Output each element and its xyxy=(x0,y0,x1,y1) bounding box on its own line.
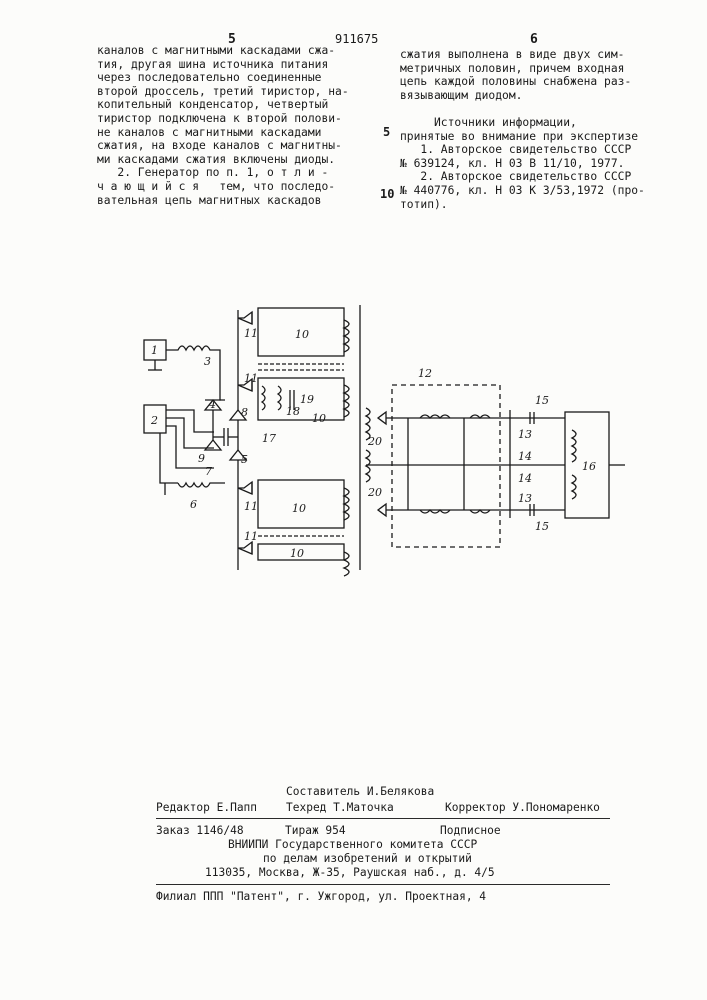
label-14-a: 14 xyxy=(518,450,532,463)
label-13-a: 13 xyxy=(518,428,532,441)
label-4: 4 xyxy=(208,398,216,411)
label-10-d: 10 xyxy=(290,547,304,560)
label-12: 12 xyxy=(418,367,432,380)
order: Заказ 1146/48 xyxy=(156,824,244,837)
line-marker-10: 10 xyxy=(380,187,394,201)
right-column-line: 2. Авторское свидетельство СССР xyxy=(400,170,645,184)
left-column-line: тия, другая шина источника питания xyxy=(97,58,349,72)
label-11-c: 11 xyxy=(244,500,258,513)
corrector: Корректор У.Пономаренко xyxy=(445,801,600,814)
right-column-line: Источники информации, xyxy=(400,116,645,130)
label-1: 1 xyxy=(151,344,158,357)
left-column-line: 2. Генератор по п. 1, о т л и - xyxy=(97,166,349,180)
label-15-b: 15 xyxy=(535,520,549,533)
label-7: 7 xyxy=(205,465,212,478)
label-19: 19 xyxy=(300,393,314,406)
label-11-a: 11 xyxy=(244,327,258,340)
label-17: 17 xyxy=(262,432,276,445)
left-column-line: каналов с магнитными каскадами сжа- xyxy=(97,44,349,58)
left-column-line: не каналов с магнитными каскадами xyxy=(97,126,349,140)
left-column-line: сжатия, на входе каналов с магнитны- xyxy=(97,139,349,153)
footer-rule-top xyxy=(156,818,610,819)
right-column-line xyxy=(400,102,645,116)
label-16: 16 xyxy=(582,460,596,473)
label-14-b: 14 xyxy=(518,472,532,485)
left-column-line: вательная цепь магнитных каскадов xyxy=(97,194,349,208)
right-column-line: цепь каждой половины снабжена раз- xyxy=(400,75,645,89)
choke-6 xyxy=(178,483,225,487)
branch: Филиал ППП "Патент", г. Ужгород, ул. Про… xyxy=(156,890,486,903)
left-column-line: через последовательно соединенные xyxy=(97,71,349,85)
label-6: 6 xyxy=(190,498,197,511)
label-18: 18 xyxy=(286,405,300,418)
left-column-line: ми каскадами сжатия включены диоды. xyxy=(97,153,349,167)
choke-3 xyxy=(166,346,225,400)
right-column-line: принятые во внимание при экспертизе xyxy=(400,130,645,144)
compiler: Составитель И.Белякова xyxy=(286,785,434,798)
right-column-line: сжатия выполнена в виде двух сим- xyxy=(400,48,645,62)
label-20-a: 20 xyxy=(367,435,382,448)
left-text-column: каналов с магнитными каскадами сжа-тия, … xyxy=(97,44,349,207)
label-9: 9 xyxy=(198,452,205,465)
right-column-line: 1. Авторское свидетельство СССР xyxy=(400,143,645,157)
coil-a xyxy=(344,320,349,352)
circuit-diagram: 1 3 2 6 4 9 7 8 5 17 11 10 11 19 18 10 1… xyxy=(0,290,707,590)
subscription: Подписное xyxy=(440,824,501,837)
right-column-line: тотип). xyxy=(400,198,645,212)
right-column-line: метричных половин, причем входная xyxy=(400,62,645,76)
line-marker-5: 5 xyxy=(383,125,390,139)
left-column-line: ч а ю щ и й с я тем, что последо- xyxy=(97,180,349,194)
circulation: Тираж 954 xyxy=(285,824,346,837)
org-line-2: по делам изобретений и открытий xyxy=(263,852,472,865)
label-8: 8 xyxy=(241,406,248,419)
editor: Редактор Е.Папп xyxy=(156,801,257,814)
label-11-b: 11 xyxy=(244,372,258,385)
techred: Техред Т.Маточка xyxy=(286,801,394,814)
right-column-line: № 639124, кл. Н 03 В 11/10, 1977. xyxy=(400,157,645,171)
label-10-b: 10 xyxy=(312,412,326,425)
left-column-line: второй дроссель, третий тиристор, на- xyxy=(97,85,349,99)
label-10-a: 10 xyxy=(295,328,309,341)
right-column-line: вязывающим диодом. xyxy=(400,89,645,103)
address: 113035, Москва, Ж-35, Раушская наб., д. … xyxy=(205,866,495,879)
right-text-column: сжатия выполнена в виде двух сим-метричн… xyxy=(400,48,645,211)
label-5: 5 xyxy=(241,453,248,466)
label-2: 2 xyxy=(150,414,158,427)
label-11-d: 11 xyxy=(244,530,258,543)
org-line-1: ВНИИПИ Государственного комитета СССР xyxy=(228,838,477,851)
footer-rule-bottom xyxy=(156,884,610,885)
label-20-b: 20 xyxy=(367,486,382,499)
label-13-b: 13 xyxy=(518,492,532,505)
left-column-line: копительный конденсатор, четвертый xyxy=(97,98,349,112)
label-15-a: 15 xyxy=(535,394,549,407)
label-10-c: 10 xyxy=(292,502,306,515)
page-number-right: 6 xyxy=(530,32,538,47)
left-column-line: тиристор подключена к второй полови- xyxy=(97,112,349,126)
right-column-line: № 440776, кл. Н 03 К 3/53,1972 (про- xyxy=(400,184,645,198)
label-3: 3 xyxy=(204,355,211,368)
